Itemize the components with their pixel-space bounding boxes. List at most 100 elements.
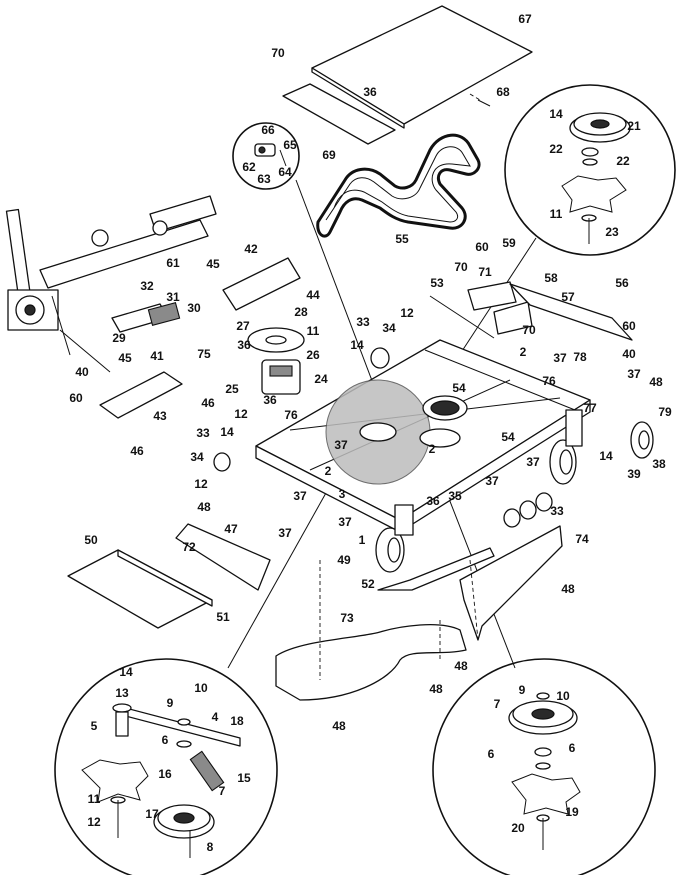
callout-74: 74 <box>575 532 589 546</box>
callout-33: 33 <box>196 426 210 440</box>
callout-45: 45 <box>118 351 132 365</box>
callout-10: 10 <box>194 681 208 695</box>
callout-25: 25 <box>225 382 239 396</box>
callout-51: 51 <box>216 610 230 624</box>
callout-14: 14 <box>350 338 364 352</box>
callout-7: 7 <box>494 697 501 711</box>
callout-37: 37 <box>334 438 348 452</box>
caster-wheel-front <box>375 504 414 573</box>
bolt-68 <box>477 99 491 107</box>
detail-circle-small-top <box>232 122 300 190</box>
idler-pulley-assembly-21 <box>561 112 631 244</box>
callout-70: 70 <box>522 323 536 337</box>
callout-24: 24 <box>314 372 328 386</box>
callout-43: 43 <box>153 409 167 423</box>
detail-circle-bottom-left <box>54 658 278 875</box>
detail-circle-bottom-right <box>432 658 656 875</box>
callout-37: 37 <box>293 489 307 503</box>
callout-48: 48 <box>454 659 468 673</box>
callout-48: 48 <box>649 375 663 389</box>
callout-46: 46 <box>130 444 144 458</box>
callout-61: 61 <box>166 256 180 270</box>
rod-56 <box>509 283 633 341</box>
callout-65: 65 <box>283 138 297 152</box>
callout-6: 6 <box>569 741 576 755</box>
skirt-73 <box>275 624 467 701</box>
plate-69 <box>282 83 396 145</box>
callout-70: 70 <box>454 260 468 274</box>
rod-53 <box>429 295 495 339</box>
caster-wheel-rear <box>549 409 583 485</box>
callout-12: 12 <box>194 477 208 491</box>
deflector-70 <box>493 301 533 335</box>
callout-71: 71 <box>478 265 492 279</box>
callout-72: 72 <box>182 540 196 554</box>
callout-18: 18 <box>230 714 244 728</box>
callout-35: 35 <box>448 489 462 503</box>
callout-54: 54 <box>452 381 466 395</box>
callout-48: 48 <box>332 719 346 733</box>
callout-17: 17 <box>145 807 159 821</box>
callout-54: 54 <box>501 430 515 444</box>
callout-40: 40 <box>622 347 636 361</box>
callout-31: 31 <box>166 290 180 304</box>
callout-75: 75 <box>197 347 211 361</box>
callout-33: 33 <box>356 315 370 329</box>
callout-2: 2 <box>520 345 527 359</box>
callout-36: 36 <box>237 338 251 352</box>
callout-37: 37 <box>526 455 540 469</box>
callout-16: 16 <box>158 767 172 781</box>
callout-1: 1 <box>359 533 366 547</box>
callout-32: 32 <box>140 279 154 293</box>
callout-46: 46 <box>201 396 215 410</box>
blade-52 <box>377 547 495 591</box>
baffle-42 <box>222 257 301 311</box>
gearbox-24 <box>261 359 301 395</box>
callout-12: 12 <box>234 407 248 421</box>
callout-48: 48 <box>429 682 443 696</box>
callout-66: 66 <box>261 123 275 137</box>
callout-41: 41 <box>150 349 164 363</box>
callout-79: 79 <box>658 405 672 419</box>
callout-37: 37 <box>485 474 499 488</box>
callout-14: 14 <box>599 449 613 463</box>
callout-48: 48 <box>197 500 211 514</box>
callout-34: 34 <box>382 321 396 335</box>
callout-14: 14 <box>119 665 133 679</box>
callout-60: 60 <box>475 240 489 254</box>
callout-69: 69 <box>322 148 336 162</box>
callout-36: 36 <box>263 393 277 407</box>
callout-55: 55 <box>395 232 409 246</box>
callout-21: 21 <box>627 119 641 133</box>
callout-10: 10 <box>556 689 570 703</box>
callout-15: 15 <box>237 771 251 785</box>
callout-12: 12 <box>400 306 414 320</box>
callout-5: 5 <box>91 719 98 733</box>
callout-58: 58 <box>544 271 558 285</box>
callout-60: 60 <box>622 319 636 333</box>
callout-49: 49 <box>337 553 351 567</box>
detail-circle-top-right <box>504 84 676 256</box>
callout-73: 73 <box>340 611 354 625</box>
callout-53: 53 <box>430 276 444 290</box>
callout-63: 63 <box>257 172 271 186</box>
callout-76: 76 <box>542 374 556 388</box>
deflector-71 <box>467 281 517 311</box>
callout-62: 62 <box>242 160 256 174</box>
baffle-72 <box>175 523 271 591</box>
spring-clip-assembly-62 <box>254 143 287 167</box>
callout-11: 11 <box>550 207 563 221</box>
callout-8: 8 <box>207 840 214 854</box>
callout-60: 60 <box>69 391 83 405</box>
lift-shaft-61 <box>39 219 209 289</box>
callout-37: 37 <box>627 367 641 381</box>
callout-22: 22 <box>549 142 563 156</box>
callout-30: 30 <box>187 301 201 315</box>
callout-11: 11 <box>88 792 101 806</box>
callout-11: 11 <box>307 324 320 338</box>
callout-14: 14 <box>549 107 563 121</box>
callout-4: 4 <box>212 710 219 724</box>
callout-23: 23 <box>605 225 619 239</box>
callout-45: 45 <box>206 257 220 271</box>
callout-13: 13 <box>115 686 129 700</box>
